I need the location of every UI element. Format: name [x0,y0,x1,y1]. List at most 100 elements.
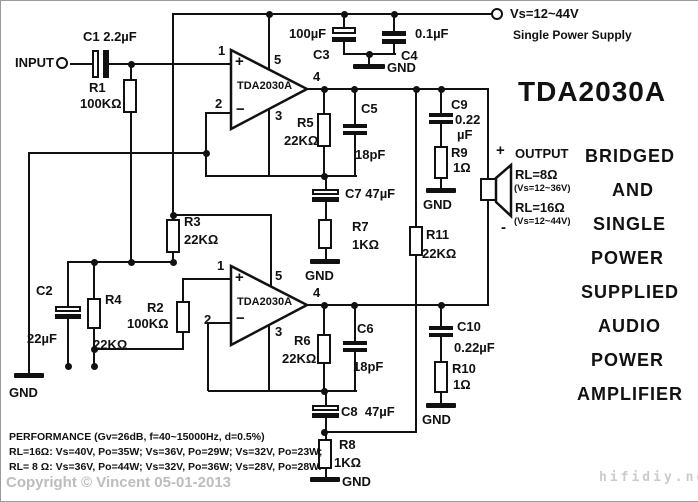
c2-value: 22µF [27,331,57,346]
r8-value: 1KΩ [334,455,362,470]
r5-name: R5 [297,115,314,130]
junction-dot [321,302,328,309]
opamp2-triangle [229,263,310,348]
wire [323,145,325,177]
c9-name: C9 [451,97,468,112]
ground-symbol [310,259,340,264]
wire [343,42,345,55]
wire [354,88,356,124]
r8-name: R8 [339,437,356,452]
r11-name: R11 [426,227,450,242]
wire [325,418,327,439]
c8-label: C8 47µF [341,404,395,419]
wire [354,135,356,177]
junction-dot [321,388,328,395]
gnd-r7-label: GND [305,268,334,283]
c9-value: 0.22 [455,112,481,127]
wire [172,251,174,262]
rl16-label: RL=16Ω [515,200,565,215]
ground-symbol [426,403,456,408]
junction-dot [413,86,420,93]
perf-16ohm: RL=16Ω: Vs=40V, Po=35W; Vs=36V, Po=29W; … [9,446,323,458]
wire [354,352,356,391]
rl16-range: (Vs=12~44V) [514,216,571,227]
amp2-part: TDA2030A [237,296,293,308]
junction-dot [438,302,445,309]
input-label: INPUT [15,55,54,70]
r7-name: R7 [352,219,369,234]
wire [173,214,272,216]
junction-dot [321,429,328,436]
copyright: Copyright © Vincent 05-01-2013 [6,474,232,491]
input-terminal [56,57,68,69]
wire [270,214,272,287]
c4-value: 0.1µF [415,26,449,41]
resistor-r11 [409,226,423,256]
junction-dot [128,61,135,68]
wire [93,261,95,299]
capacitor-c1 [103,50,109,78]
junction-dot [321,86,328,93]
vs-terminal-label: Vs=12~44V [510,6,579,21]
r3-value: 22KΩ [184,232,219,247]
wire [325,391,327,405]
c3-name: C3 [313,47,330,62]
amp1-pin4: 4 [313,69,321,84]
perf-8ohm: RL= 8 Ω: Vs=36V, Po=44W; Vs=32V, Po=36W;… [9,461,322,473]
resistor-r10 [434,361,448,393]
junction-dot [203,150,210,157]
r10-value: 1Ω [453,377,471,392]
r6-value: 22KΩ [282,351,317,366]
wire [325,467,327,478]
wire [440,304,442,326]
wire [70,63,94,65]
r9-name: R9 [451,145,468,160]
wire [268,13,270,70]
capacitor-c2 [55,314,81,319]
capacitor-c7 [312,189,339,195]
r2-value: 100KΩ [127,316,169,331]
capacitor-c4 [382,31,406,36]
ground-symbol [310,477,340,482]
word-single: SINGLE [593,214,667,234]
resistor-r2 [176,301,190,333]
capacitor-c8 [312,413,339,418]
junction-dot [351,302,358,309]
capacitor-c10 [429,326,453,330]
wire [67,318,69,368]
junction-dot [341,11,348,18]
wire [268,325,270,391]
wire [325,176,327,189]
junction-dot [91,363,98,370]
wire [206,175,357,177]
wire [28,366,30,374]
wire [325,202,327,219]
c2-name: C2 [36,283,53,298]
junction-dot [321,173,328,180]
r2-name: R2 [147,300,164,315]
wire [207,322,209,391]
r9-value: 1Ω [453,160,471,175]
c4-name: C4 [401,48,418,63]
wire [206,112,232,114]
word-amplifier: AMPLIFIER [577,384,683,404]
amp1-pin3: 3 [275,108,283,123]
amp2-pin3: 3 [275,324,283,339]
amp2-pin5: 5 [275,268,283,283]
wire [173,13,493,15]
capacitor-c9 [429,120,453,124]
resistor-r6 [317,334,331,364]
capacitor-c8 [312,405,339,411]
wire [415,88,417,226]
wire [94,348,184,350]
ground-symbol [353,64,385,69]
ground-symbol [426,188,456,193]
wire [323,88,325,113]
resistor-r4 [87,298,101,329]
wire [440,337,442,361]
c10-value: 0.22µF [454,340,495,355]
speaker-cone-icon [494,162,513,219]
c5-value: 18pF [355,147,386,162]
amp2-pin2: 2 [204,312,212,327]
